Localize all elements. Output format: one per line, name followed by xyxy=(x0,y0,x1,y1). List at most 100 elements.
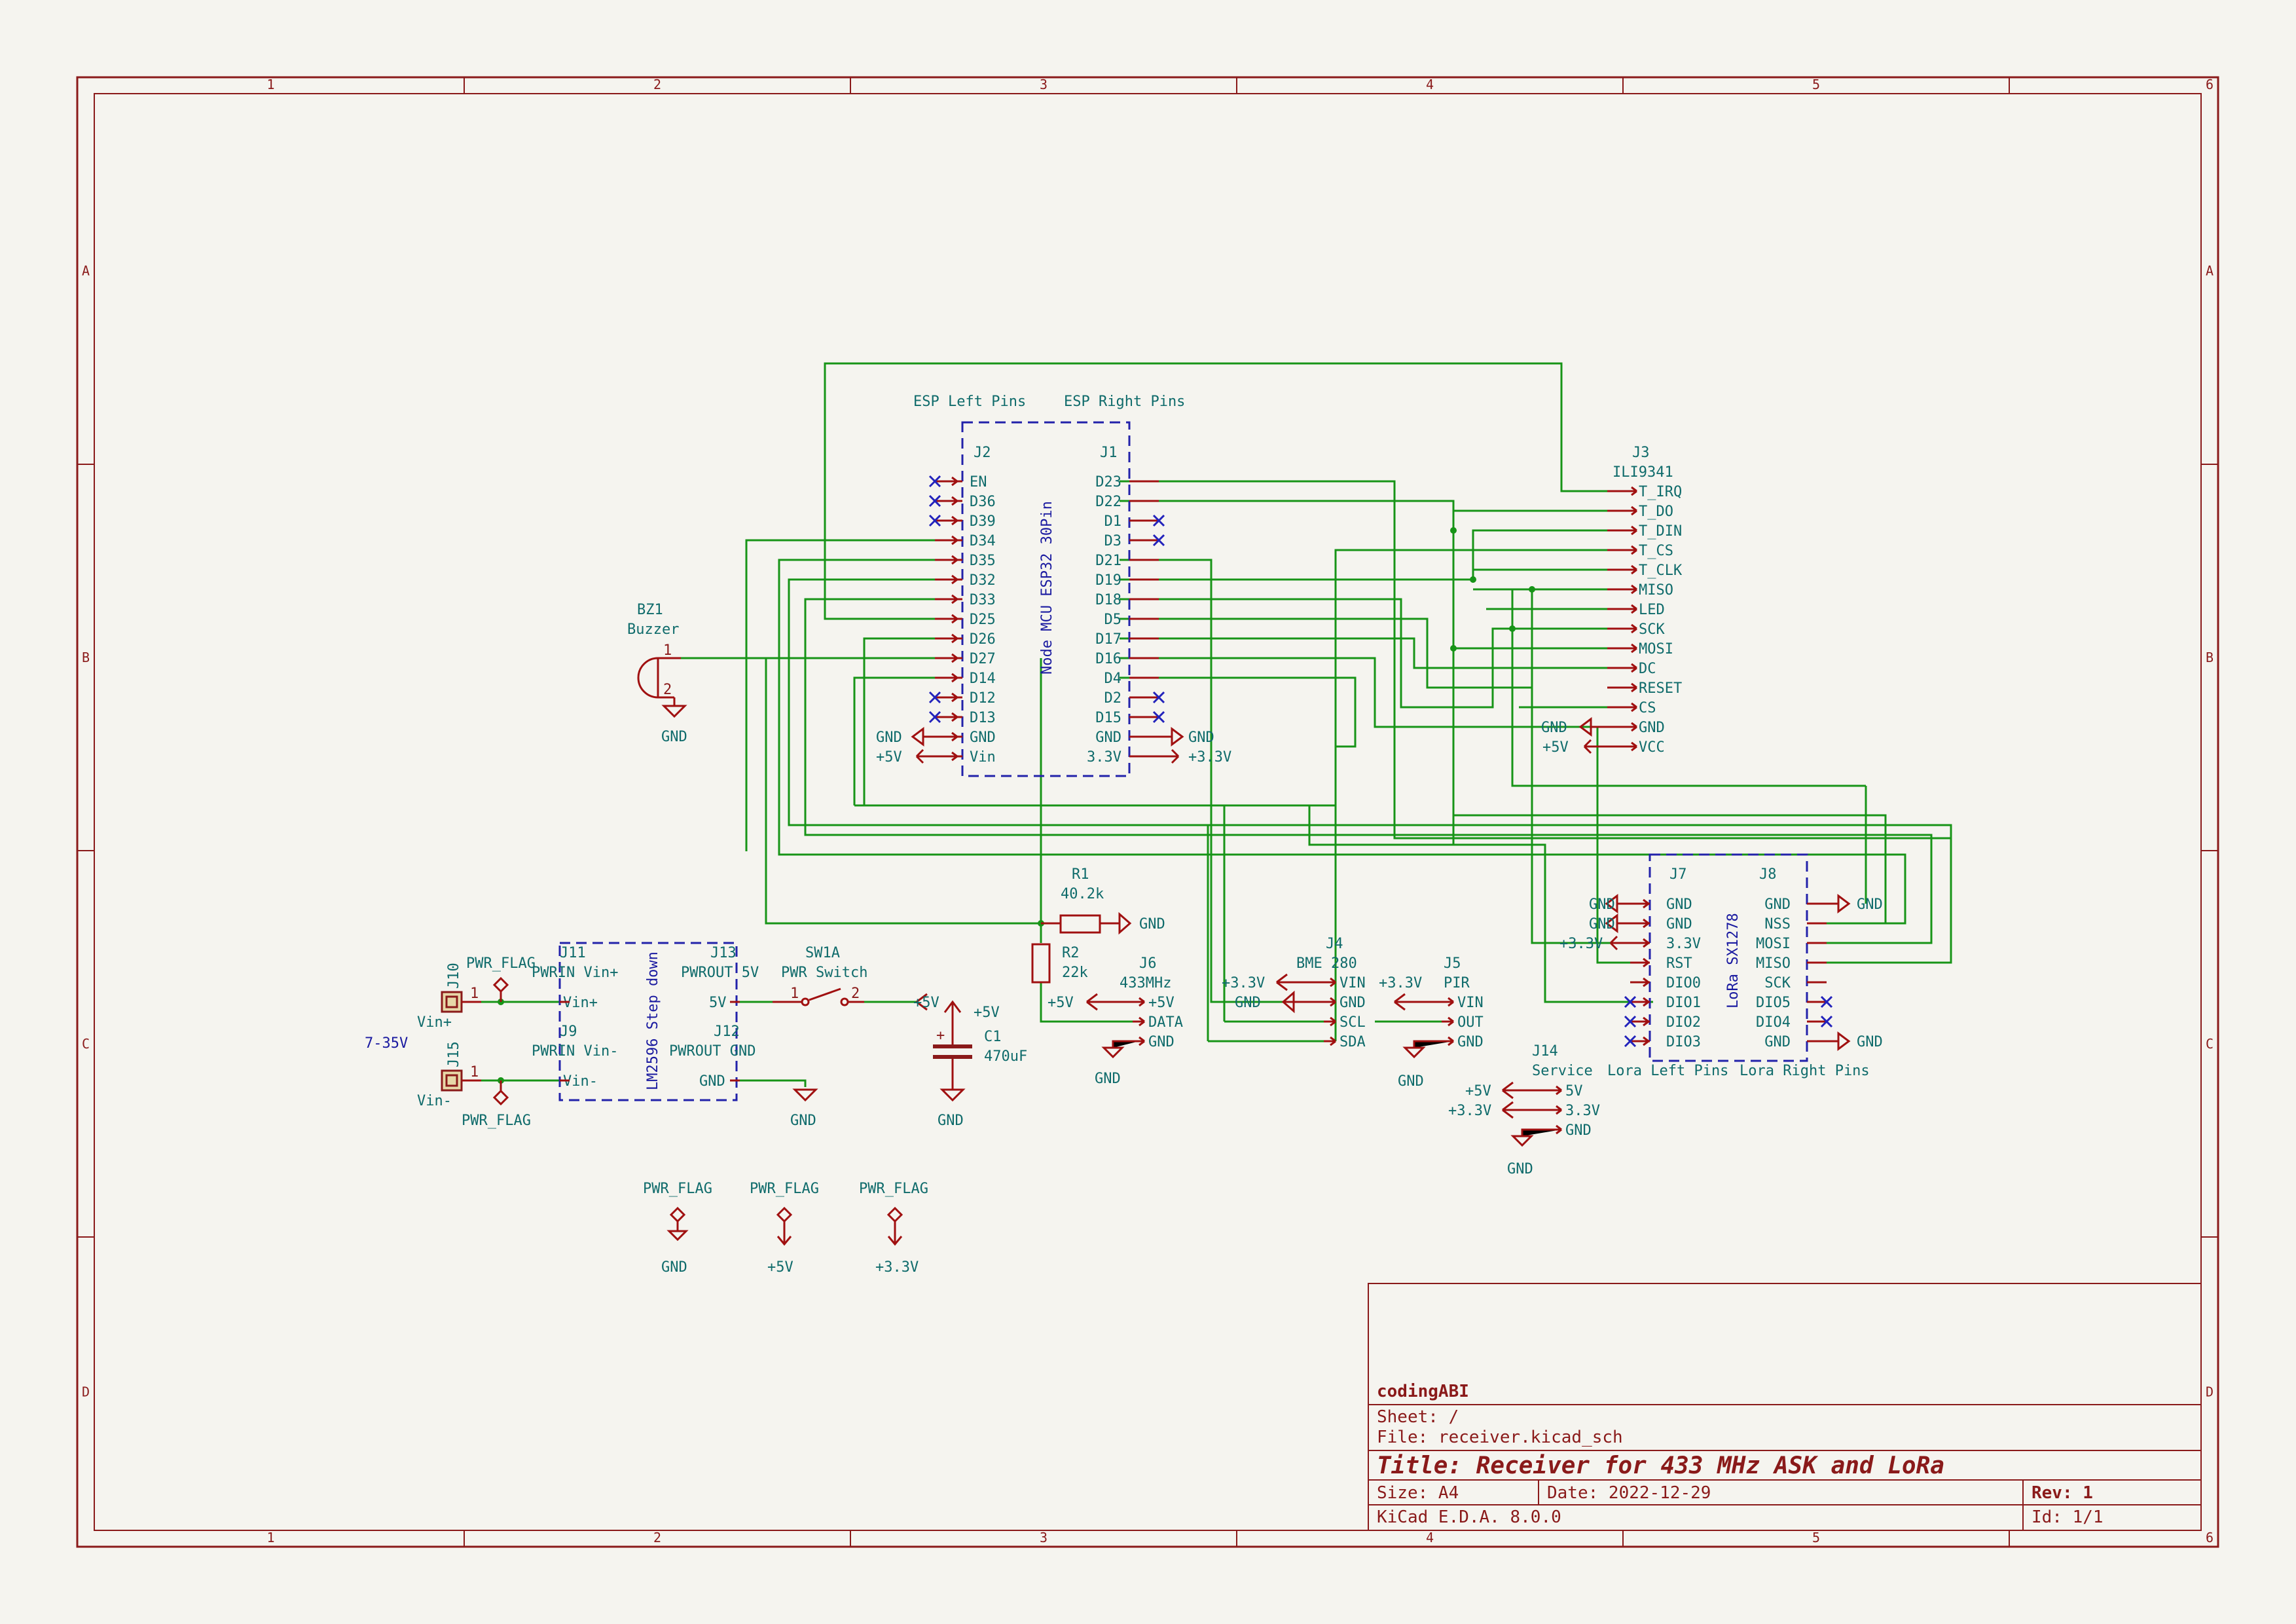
j10-ref: J10 xyxy=(446,963,462,989)
esp-left-pin-d32: D32 xyxy=(970,572,996,589)
grid-row-right-C: C xyxy=(2206,1036,2214,1052)
lora-right-pin-mosi-2: MOSI xyxy=(1756,936,1791,952)
grid-col-top-2: 2 xyxy=(653,77,661,92)
esp-left-pin-gnd: GND xyxy=(970,729,996,746)
display-name: ILI9341 xyxy=(1613,464,1673,481)
esp-right-pin-d4: D4 xyxy=(1104,671,1122,687)
esp-right-pin-d17: D17 xyxy=(1095,631,1121,648)
esp-right-pin-gnd: GND xyxy=(1095,729,1121,746)
bme-33v-label: +3.3V xyxy=(1222,975,1265,991)
esp-right-gnd-net: GND xyxy=(1188,729,1214,746)
pwr-flags: PWR_FLAG GND PWR_FLAG +5V PWR_FLAG +3.3V xyxy=(643,1181,928,1276)
display-ref: J3 xyxy=(1632,445,1650,461)
lora-left-pin-gnd-0: GND xyxy=(1666,896,1692,913)
esp-left-gnd-net: GND xyxy=(876,729,902,746)
grid-col-bottom-3: 3 xyxy=(1040,1530,1048,1545)
rx433-pin-gnd: GND xyxy=(1148,1034,1175,1050)
pir-ref: J5 xyxy=(1444,955,1461,972)
bme-pin-scl: SCL xyxy=(1339,1014,1366,1031)
service-pin-gnd: GND xyxy=(1565,1122,1592,1139)
grid-col-top-6: 6 xyxy=(2206,77,2214,92)
paper-size: Size: A4 xyxy=(1377,1483,1459,1503)
lora-left-pin-33v-2: 3.3V xyxy=(1666,936,1701,952)
buzzer-name: Buzzer xyxy=(627,621,679,638)
service-gnd-label: GND xyxy=(1507,1161,1533,1177)
esp-right-pin-d21: D21 xyxy=(1095,553,1121,569)
ili9341-display[interactable]: J3 ILI9341 T_IRQT_DOT_DINT_CST_CLKMISOLE… xyxy=(1541,445,1683,756)
buzzer-ref: BZ1 xyxy=(637,602,663,618)
display-pin-led: LED xyxy=(1639,602,1665,618)
lora-right-pin-nss-1: NSS xyxy=(1764,916,1791,932)
esp-left-pin-d35: D35 xyxy=(970,553,996,569)
tool-version: KiCad E.D.A. 8.0.0 xyxy=(1377,1507,1561,1527)
lora-module[interactable]: J7 J8 LoRa SX1278 Lora Left Pins Lora Ri… xyxy=(1559,853,1883,1079)
display-pin-vcc: VCC xyxy=(1639,739,1665,756)
pwr-flag-gnd-text: PWR_FLAG xyxy=(643,1181,712,1197)
pir-gnd-label: GND xyxy=(1398,1073,1424,1090)
esp-right-pin-d18: D18 xyxy=(1095,592,1121,608)
file-label: File: receiver.kicad_sch xyxy=(1377,1428,1623,1447)
display-pin-cs: CS xyxy=(1639,700,1656,716)
esp-left-pin-d27: D27 xyxy=(970,651,996,667)
input-connectors[interactable]: 1 J10 Vin+ 7-35V 1 J15 Vin- PWR_FLAG PWR… xyxy=(365,955,536,1129)
j15-pin: 1 xyxy=(470,1064,479,1080)
esp-left-pin-d12: D12 xyxy=(970,690,996,707)
esp-left-pin-vin: Vin xyxy=(970,749,996,766)
service-5v-label: +5V xyxy=(1465,1083,1491,1099)
grid-row-left-C: C xyxy=(82,1036,90,1052)
r1-value: 40.2k xyxy=(1061,886,1104,902)
grid-row-left-B: B xyxy=(82,650,90,665)
esp-right-pin-d1: D1 xyxy=(1104,513,1122,530)
display-gnd-net: GND xyxy=(1541,720,1567,736)
lora-left-pin-rst-3: RST xyxy=(1666,955,1692,972)
lm2596-stepdown[interactable]: LM2596 Step down J11 PWRIN Vin+ Vin+ J9 … xyxy=(532,942,818,1129)
resistor-r1[interactable]: R1 40.2k GND xyxy=(1041,866,1165,935)
esp-right-pin-d5: D5 xyxy=(1104,612,1122,628)
grid-col-top-3: 3 xyxy=(1040,77,1048,92)
lora-left-label: Lora Left Pins xyxy=(1607,1063,1728,1079)
lora-left-pin-dio2-6: DIO2 xyxy=(1666,1014,1701,1031)
pwr-flag-5v-text: PWR_FLAG xyxy=(750,1181,819,1197)
esp-left-pin-d33: D33 xyxy=(970,592,996,608)
j12-pin: GND xyxy=(699,1073,725,1090)
esp-module-name: Node MCU ESP32 30Pin xyxy=(1039,501,1055,674)
display-pin-miso: MISO xyxy=(1639,582,1673,599)
esp32-module[interactable]: ESP Left Pins ESP Right Pins J2 J1 Node … xyxy=(876,394,1231,777)
switch-ref: SW1A xyxy=(805,945,840,961)
esp-left-ref: J2 xyxy=(974,445,991,461)
buzzer[interactable]: BZ1 Buzzer 1 2 GND xyxy=(627,602,687,745)
resistor-r2[interactable]: R2 22k xyxy=(1031,943,1088,984)
grid-col-bottom-5: 5 xyxy=(1812,1530,1820,1545)
pwr-flag-vin-minus: PWR_FLAG xyxy=(462,1113,531,1129)
sheet-label: Sheet: / xyxy=(1377,1407,1459,1427)
esp-left-pin-d36: D36 xyxy=(970,494,996,510)
service-pin-5v: 5V xyxy=(1565,1083,1583,1099)
lora-right-pin-dio4-6: DIO4 xyxy=(1756,1014,1791,1031)
capacitor-c1[interactable]: +5V + C1 470uF GND xyxy=(933,1000,1027,1129)
esp-left-pin-d39: D39 xyxy=(970,513,996,530)
j9-ref: J9 xyxy=(560,1024,577,1040)
cap-ref: C1 xyxy=(984,1029,1002,1045)
bme-name: BME 280 xyxy=(1296,955,1357,972)
service-pin-33v: 3.3V xyxy=(1565,1103,1600,1119)
vin-plus-label: Vin+ xyxy=(417,1014,452,1031)
display-pin-mosi: MOSI xyxy=(1639,641,1673,657)
lora-right-gnd-net-0: GND xyxy=(1857,896,1883,913)
lora-right-pin-sck-4: SCK xyxy=(1764,975,1791,991)
lora-right-ref: J8 xyxy=(1759,866,1777,883)
esp-right-ref: J1 xyxy=(1100,445,1118,461)
j11-ref: J11 xyxy=(560,945,586,961)
grid-row-left-A: A xyxy=(82,263,90,279)
lora-left-pin-gnd-1: GND xyxy=(1666,916,1692,932)
power-switch[interactable]: SW1A PWR Switch 1 2 +5V xyxy=(773,945,939,1011)
wires xyxy=(481,362,1952,1087)
buzzer-gnd-label: GND xyxy=(661,729,687,745)
pwr-flag-5v-net: +5V xyxy=(767,1259,793,1276)
esp-right-33v-net: +3.3V xyxy=(1188,749,1231,766)
esp-right-pin-d2: D2 xyxy=(1104,690,1122,707)
switch-5v-label: +5V xyxy=(913,995,939,1011)
